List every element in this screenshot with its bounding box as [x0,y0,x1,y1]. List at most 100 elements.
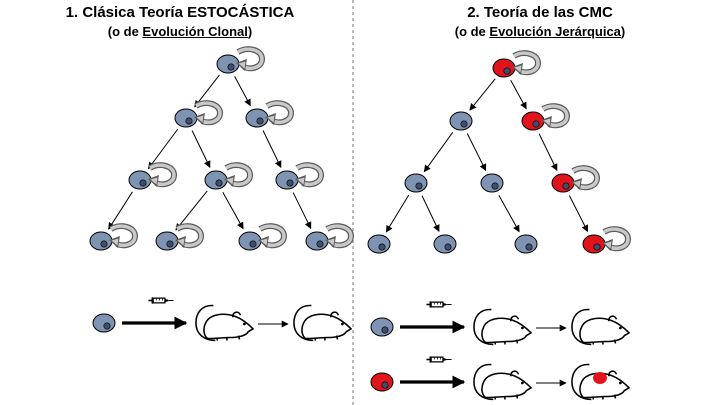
left-lineage-tree [89,49,351,251]
cell-nucleus [256,117,264,125]
cell-icon [433,234,457,254]
cell-nucleus [460,120,468,128]
lineage-arrow [292,192,312,230]
cell-nucleus [381,381,389,389]
cell-body [370,317,394,337]
cell-body [174,108,198,128]
cell-icon [155,231,179,251]
cell-icon [480,173,504,193]
stem-cell-icon [551,173,575,193]
cell-icon [174,108,198,128]
cell-nucleus [316,240,324,248]
self-renewal-arrow-icon [512,53,538,75]
cell-body [514,234,538,254]
cell-nucleus [100,240,108,248]
cell-body [204,170,228,190]
cell-body [551,173,575,193]
syringe-icon [425,355,453,364]
cell-icon [128,170,152,190]
cell-icon [92,313,116,333]
mouse-icon [473,308,532,346]
cell-icon [204,170,228,190]
lineage-arrow [510,80,527,110]
cell-nucleus [444,243,452,251]
self-renewal-arrow-icon [109,226,135,248]
right-panel-subtitle: (o de Evolución Jerárquica) [360,24,720,39]
right-subtitle-prefix: (o de [454,24,490,39]
syringe-icon [147,296,175,305]
cell-nucleus [381,326,389,334]
cell-nucleus [185,117,193,125]
cell-body [128,170,152,190]
left-subtitle-underlined: Evolución Clonal [142,24,248,39]
cell-body [155,231,179,251]
lineage-arrow [385,194,410,233]
self-renewal-arrow-icon [194,103,220,125]
lineage-arrow [466,133,487,172]
right-lineage-tree [367,53,628,254]
lineage-arrow [262,130,282,169]
cell-icon [404,173,428,193]
cell-body [275,170,299,190]
cell-nucleus [103,322,111,330]
cell-nucleus [415,182,423,190]
right-subtitle-suffix: ) [620,24,626,39]
cell-icon [367,234,391,254]
cell-body [492,58,516,78]
syringe-icon [425,300,453,309]
lineage-arrow [191,130,211,169]
cell-body [480,173,504,193]
lineage-arrow [421,195,440,232]
lineage-arrow [423,132,454,173]
self-renewal-arrow-icon [148,165,174,187]
cell-icon [89,231,113,251]
mouse-icon [571,308,630,346]
self-renewal-arrow-icon [295,165,321,187]
cell-nucleus [166,240,174,248]
left-subtitle-prefix: (o de [107,24,143,39]
cell-nucleus [503,67,511,75]
cell-icon [275,170,299,190]
mouse-icon [293,304,352,342]
stem-cell-icon [521,111,545,131]
stem-cell-icon [582,234,606,254]
lineage-arrow [222,191,244,230]
cell-nucleus [491,182,499,190]
cell-icon [514,234,538,254]
mouse-icon [195,304,254,342]
transplant-assays [92,296,630,401]
lineage-arrow [147,128,179,170]
self-renewal-arrow-icon [258,226,284,248]
lineage-arrow [175,190,208,231]
stem-cell-icon [370,372,394,392]
lineage-arrow [498,194,520,233]
cell-body [582,234,606,254]
lineage-arrow [234,76,251,107]
cell-nucleus [532,120,540,128]
cell-nucleus [249,240,257,248]
mouse-icon [473,363,532,401]
cell-nucleus [227,63,235,71]
cell-icon [449,111,473,131]
lineage-arrow [469,78,496,111]
cell-body [305,231,329,251]
cell-icon [245,108,269,128]
cell-icon [370,317,394,337]
cell-body [404,173,428,193]
self-renewal-arrow-icon [175,226,201,248]
cell-body [367,234,391,254]
cell-body [216,54,240,74]
self-renewal-arrow-icon [236,49,262,71]
cell-icon [305,231,329,251]
cell-nucleus [562,182,570,190]
cell-body [433,234,457,254]
cell-body [449,111,473,131]
left-panel-subtitle: (o de Evolución Clonal) [0,24,360,39]
cell-body [245,108,269,128]
self-renewal-arrow-icon [571,168,597,190]
right-panel-title: 2. Teoría de las CMC [467,4,613,21]
stem-cell-icon [492,58,516,78]
self-renewal-arrow-icon [541,106,567,128]
self-renewal-arrow-icon [602,229,628,251]
